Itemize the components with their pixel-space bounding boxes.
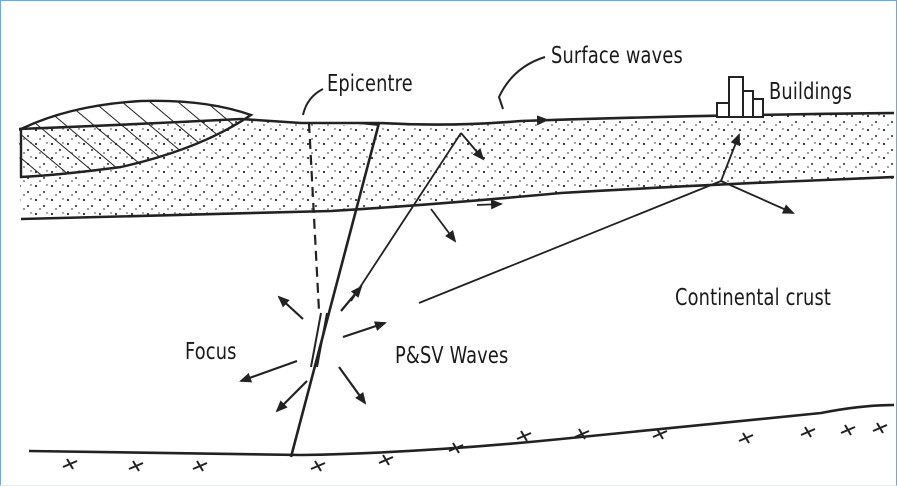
focus-radiating-arrows (241, 287, 385, 411)
buildings-label: Buildings (769, 81, 852, 104)
focus-label: Focus (185, 341, 237, 364)
focus-rupture (311, 313, 327, 367)
epicentre-pointer (303, 89, 323, 115)
epicentre-label: Epicentre (327, 73, 413, 96)
surface-waves-pointer (499, 57, 545, 109)
crust-base-line (29, 405, 894, 455)
psv-waves-label: P&SV Waves (395, 345, 508, 368)
surface-waves-label: Surface waves (551, 45, 683, 68)
buildings-icon (717, 77, 763, 117)
continental-crust-label: Continental crust (675, 287, 831, 310)
